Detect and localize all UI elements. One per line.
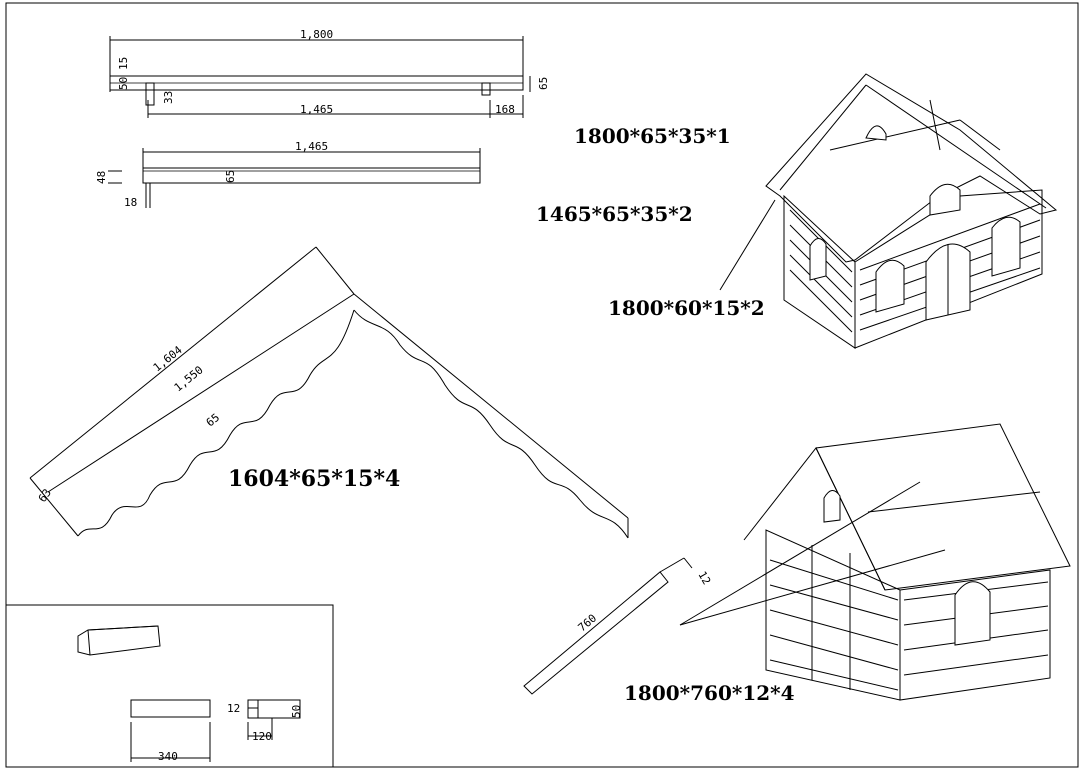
- dim-1465-a: 1,465: [300, 103, 333, 116]
- planter-box-drawing: 340 12 120 50: [77, 625, 303, 763]
- label-roof-panel: 1800*760*12*4: [624, 681, 795, 705]
- dim-1800: 1,800: [300, 28, 333, 41]
- roof-panel-strip: 760 12: [523, 557, 713, 695]
- dim-12-a: 12: [695, 569, 713, 587]
- dim-15: 15: [117, 57, 130, 70]
- label-rafter: 1604*65*15*4: [228, 466, 400, 492]
- dim-63: 63: [36, 486, 54, 504]
- dim-18: 18: [124, 196, 137, 209]
- label-top-rail: 1800*65*35*1: [574, 124, 731, 148]
- house-side-drawing: [679, 423, 1071, 701]
- dim-120: 120: [252, 730, 272, 743]
- dim-50: 50: [117, 77, 130, 90]
- dim-760: 760: [576, 612, 600, 635]
- second-rail-drawing: 1,465 48 65 18: [95, 140, 481, 209]
- label-trim-board: 1800*60*15*2: [608, 296, 765, 320]
- dim-168: 168: [495, 103, 515, 116]
- dim-12-b: 12: [227, 702, 240, 715]
- detail-box-border: [6, 604, 334, 767]
- drawing-frame: [5, 2, 1079, 768]
- rafter-drawing: 1,604 1,550 65 63: [29, 246, 629, 539]
- dim-1550: 1,550: [172, 363, 206, 394]
- dim-1604: 1,604: [151, 343, 185, 374]
- label-second-rail: 1465*65*35*2: [536, 202, 693, 226]
- dim-48: 48: [95, 171, 108, 184]
- dim-340: 340: [158, 750, 178, 763]
- dim-65-b: 65: [224, 170, 237, 183]
- dim-50-b: 50: [290, 705, 303, 718]
- dim-1465-b: 1,465: [295, 140, 328, 153]
- dim-65-c: 65: [204, 411, 222, 429]
- house-front-drawing: [719, 73, 1058, 349]
- top-rail-drawing: 1,800 1,465 168 50 15 65 33: [109, 28, 550, 118]
- dim-65-a: 65: [537, 77, 550, 90]
- dim-33: 33: [162, 91, 175, 104]
